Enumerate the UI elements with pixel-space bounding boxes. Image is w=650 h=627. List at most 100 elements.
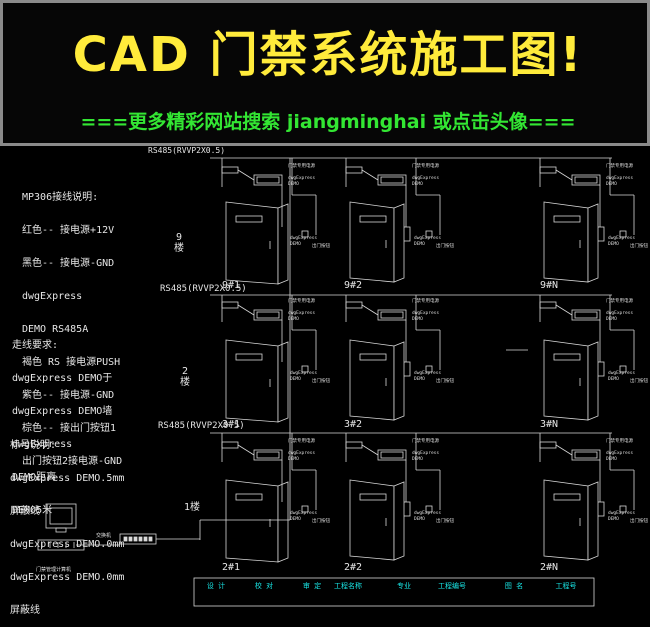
controller-inner bbox=[574, 311, 598, 319]
exit-button bbox=[425, 365, 433, 373]
power-wire bbox=[237, 444, 255, 456]
controller-inner bbox=[574, 451, 598, 459]
controller-label: 门禁专用电源 bbox=[606, 297, 633, 304]
door-window bbox=[235, 215, 263, 223]
floor-label: 1楼 bbox=[183, 502, 201, 513]
title-block-cell: 工程号 bbox=[555, 582, 577, 590]
switch-port bbox=[143, 536, 148, 542]
title-block-frame bbox=[193, 577, 595, 607]
door-window bbox=[359, 493, 387, 501]
title-block-cell: 图 名 bbox=[504, 582, 524, 590]
switch-port bbox=[133, 536, 138, 542]
controller-inner bbox=[256, 176, 280, 184]
exit-button-label: 出门按钮 bbox=[312, 242, 330, 249]
controller-label: 门禁专用电源 bbox=[288, 297, 315, 304]
door-panel bbox=[543, 339, 589, 421]
reader-label: dwgExpress bbox=[414, 235, 441, 241]
controller-box bbox=[253, 309, 283, 321]
reader-label: DEMO bbox=[608, 241, 619, 247]
wiring-line: dwgExpress bbox=[22, 291, 83, 302]
route-line: DEMO5米 bbox=[12, 505, 53, 516]
door-number: 3#N bbox=[540, 419, 559, 430]
title-block-cell: 校 对 bbox=[254, 582, 274, 590]
wiring-line: 棕色-- 接出门按钮1 bbox=[22, 423, 117, 434]
reader-label: dwgExpress bbox=[288, 310, 315, 316]
controller-label: 门禁专用电源 bbox=[288, 162, 315, 169]
controller-inner bbox=[256, 451, 280, 459]
title-block-cell: 工程名称 bbox=[334, 582, 362, 590]
controller-label: 门禁专用电源 bbox=[412, 437, 439, 444]
door-edge bbox=[277, 203, 289, 285]
exit-button bbox=[619, 505, 627, 513]
door-number: 3#2 bbox=[344, 419, 363, 430]
exit-button bbox=[301, 505, 309, 513]
title-block-cell: 设 计 bbox=[206, 582, 226, 590]
exit-button-label: 出门按钮 bbox=[312, 517, 330, 524]
exit-button-label: 出门按钮 bbox=[630, 517, 648, 524]
exit-button bbox=[425, 230, 433, 238]
controller-box bbox=[253, 174, 283, 186]
switch-port bbox=[138, 536, 143, 542]
door-edge bbox=[393, 481, 405, 561]
reader-label: DEMO bbox=[606, 181, 617, 187]
power-box bbox=[221, 441, 239, 449]
bus-label: RS485(RVVP2X0.5) bbox=[158, 421, 245, 431]
reader-label: DEMO bbox=[288, 456, 299, 462]
power-box bbox=[221, 301, 239, 309]
reader-label: dwgExpress bbox=[412, 310, 439, 316]
computer-label: 门禁管理计算机 bbox=[36, 567, 72, 573]
reader-label: DEMO bbox=[606, 316, 617, 322]
door-number: 3#1 bbox=[222, 419, 241, 430]
controller-box bbox=[571, 174, 601, 186]
reader-label: DEMO bbox=[412, 181, 423, 187]
power-wire bbox=[237, 304, 255, 316]
door-panel bbox=[349, 479, 395, 561]
controller-label: 门禁专用电源 bbox=[412, 162, 439, 169]
floor-label: 9 楼 bbox=[174, 232, 184, 254]
door-window bbox=[359, 215, 387, 223]
reader-label: dwgExpress bbox=[414, 370, 441, 376]
route-line: DEMO距离 bbox=[12, 472, 57, 483]
controller-box bbox=[377, 309, 407, 321]
wiring-line: 黑色-- 接电源-GND bbox=[22, 258, 115, 269]
door-number: 2#1 bbox=[222, 562, 241, 573]
title-banner: CAD 门禁系统施工图! ===更多精彩网站搜索 jiangminghai 或点… bbox=[0, 0, 650, 146]
reader-label: DEMO bbox=[608, 516, 619, 522]
reader-label: dwgExpress bbox=[606, 175, 633, 181]
exit-button-label: 出门按钮 bbox=[436, 377, 454, 384]
door-panel bbox=[349, 339, 395, 421]
reader-label: dwgExpress bbox=[290, 510, 317, 516]
power-wire bbox=[361, 304, 379, 316]
title-block-cell: 审 定 bbox=[302, 582, 322, 590]
exit-button bbox=[619, 365, 627, 373]
exit-button-label: 出门按钮 bbox=[312, 377, 330, 384]
reader-label: DEMO bbox=[414, 376, 425, 382]
computer-stand bbox=[55, 527, 67, 533]
reader-label: DEMO bbox=[290, 241, 301, 247]
door-number: 9#2 bbox=[344, 280, 363, 291]
exit-button-label: 出门按钮 bbox=[630, 242, 648, 249]
wiring-notes: MP306接线说明: 红色-- 接电源+12V 黑色-- 接电源-GND dwg… bbox=[22, 170, 122, 478]
controller-label: 门禁专用电源 bbox=[606, 162, 633, 169]
route-notes: 走线要求: dwgExpress DEMO于 dwgExpress DEMO墙 … bbox=[12, 318, 112, 527]
wiring-line: DEMO RS485A bbox=[22, 324, 89, 335]
door-edge bbox=[393, 341, 405, 421]
door-edge bbox=[393, 203, 405, 283]
computer-screen bbox=[49, 507, 73, 525]
controller-label: 门禁专用电源 bbox=[412, 297, 439, 304]
door-window bbox=[235, 353, 263, 361]
reader-label: DEMO bbox=[412, 456, 423, 462]
door-edge bbox=[277, 341, 289, 423]
route-notes-title: 走线要求: bbox=[12, 340, 59, 351]
reader-label: dwgExpress bbox=[414, 510, 441, 516]
door-number: 9#1 bbox=[222, 280, 241, 291]
door-window bbox=[553, 493, 581, 501]
power-wire bbox=[361, 169, 379, 181]
reader-label: DEMO bbox=[412, 316, 423, 322]
wiring-line: 红色-- 接电源+12V bbox=[22, 225, 115, 236]
switch-port bbox=[148, 536, 153, 542]
controller-inner bbox=[574, 176, 598, 184]
reader-label: dwgExpress bbox=[288, 175, 315, 181]
reader-label: DEMO bbox=[288, 181, 299, 187]
door-window bbox=[553, 353, 581, 361]
